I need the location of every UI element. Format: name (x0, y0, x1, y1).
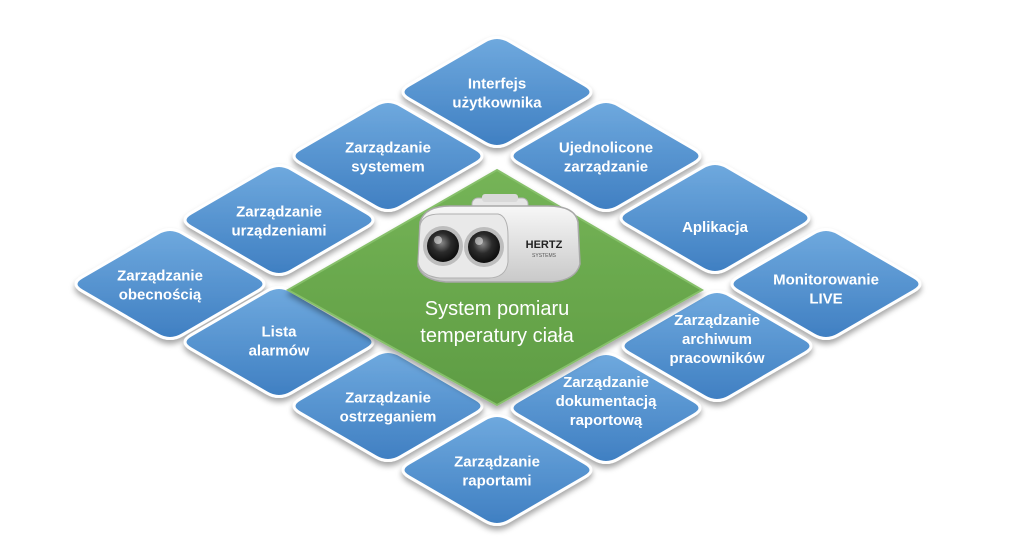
tile-zarzadzanie-urzadzeniami-label-line-2: urządzeniami (231, 223, 326, 240)
tile-interfejs-uzytkownika-shape (401, 35, 593, 149)
tile-zarzadzanie-ostrzeganiem-shape (292, 349, 484, 463)
tile-zarzadzanie-obecnoscia-shape (74, 227, 266, 341)
tile-monitorowanie-live-label-line-1: Monitorowanie (773, 272, 879, 289)
tile-ujednolicone-zarzadzanie-label-line-2: zarządzanie (564, 159, 648, 176)
tile-interfejs-uzytkownika-label-line-2: użytkownika (452, 95, 542, 112)
camera-brand-sub: SYSTEMS (532, 253, 557, 259)
tile-interfejs-uzytkownika: Interfejs użytkownika (401, 35, 593, 149)
camera-brand: HERTZ (526, 239, 563, 251)
center-panel: HERTZ SYSTEMS System pomiaru temperatury… (285, 168, 705, 407)
tile-ujednolicone-zarzadzanie-shape (510, 99, 702, 213)
tile-zarzadzanie-dokumentacja-label-line-3: raportową (570, 412, 643, 429)
tile-zarzadzanie-dokumentacja-label-line-2: dokumentacją (556, 393, 658, 410)
tile-zarzadzanie-dokumentacja-label-line-1: Zarządzanie (563, 374, 649, 391)
tile-zarzadzanie-raportami: Zarządzanie raportami (401, 413, 593, 527)
tile-zarzadzanie-obecnoscia-label-line-2: obecnością (119, 287, 202, 304)
tile-zarzadzanie-ostrzeganiem-label-line-2: ostrzeganiem (340, 409, 437, 426)
camera-icon: HERTZ SYSTEMS (417, 194, 581, 283)
tile-zarzadzanie-raportami-label-line-2: raportami (462, 473, 531, 490)
tile-zarzadzanie-raportami-shape (401, 413, 593, 527)
tile-zarzadzanie-dokumentacja-shape (510, 351, 702, 465)
tile-interfejs-uzytkownika-label-line-1: Interfejs (468, 76, 526, 93)
tile-zarzadzanie-systemem-shape (292, 99, 484, 213)
tile-aplikacja-shape (619, 161, 811, 275)
tile-ujednolicone-zarzadzanie-label-line-1: Ujednolicone (559, 140, 653, 157)
tile-zarzadzanie-archiwum-label-line-1: Zarządzanie (674, 312, 760, 329)
tile-monitorowanie-live-shape (730, 227, 922, 341)
tile-zarzadzanie-dokumentacja: Zarządzanie dokumentacją raportową (510, 351, 702, 465)
tile-zarzadzanie-ostrzeganiem-label-line-1: Zarządzanie (345, 390, 431, 407)
tile-zarzadzanie-urzadzeniami-shape (183, 163, 375, 277)
tile-zarzadzanie-ostrzeganiem: Zarządzanie ostrzeganiem (292, 349, 484, 463)
tile-zarzadzanie-urzadzeniami: Zarządzanie urządzeniami (183, 163, 375, 277)
tile-lista-alarmow: Lista alarmów (183, 285, 375, 399)
tile-zarzadzanie-archiwum: Zarządzanie archiwum pracowników (621, 289, 813, 403)
tile-lista-alarmow-label-line-2: alarmów (249, 343, 310, 360)
tile-aplikacja-label-line-1: Aplikacja (682, 219, 749, 236)
center-title-line-2: temperatury ciała (420, 325, 574, 347)
center-diamond (285, 168, 705, 407)
tile-zarzadzanie-archiwum-shape (621, 289, 813, 403)
tile-zarzadzanie-obecnoscia-label-line-1: Zarządzanie (117, 268, 203, 285)
tile-zarzadzanie-systemem: Zarządzanie systemem (292, 99, 484, 213)
tile-lista-alarmow-shape (183, 285, 375, 399)
tile-zarzadzanie-archiwum-label-line-2: archiwum (682, 331, 752, 348)
center-title-line-1: System pomiaru (425, 298, 570, 320)
tile-zarzadzanie-systemem-label-line-1: Zarządzanie (345, 140, 431, 157)
tile-ujednolicone-zarzadzanie: Ujednolicone zarządzanie (510, 99, 702, 213)
tile-monitorowanie-live-label-line-2: LIVE (809, 291, 842, 308)
tile-zarzadzanie-systemem-label-line-2: systemem (351, 159, 424, 176)
tile-zarzadzanie-obecnoscia: Zarządzanie obecnością (74, 227, 266, 341)
tile-lista-alarmow-label-line-1: Lista (261, 324, 297, 341)
tile-zarzadzanie-archiwum-label-line-3: pracowników (669, 350, 764, 367)
tile-zarzadzanie-raportami-label-line-1: Zarządzanie (454, 454, 540, 471)
tile-aplikacja: Aplikacja (619, 161, 811, 275)
tile-zarzadzanie-urzadzeniami-label-line-1: Zarządzanie (236, 204, 322, 221)
